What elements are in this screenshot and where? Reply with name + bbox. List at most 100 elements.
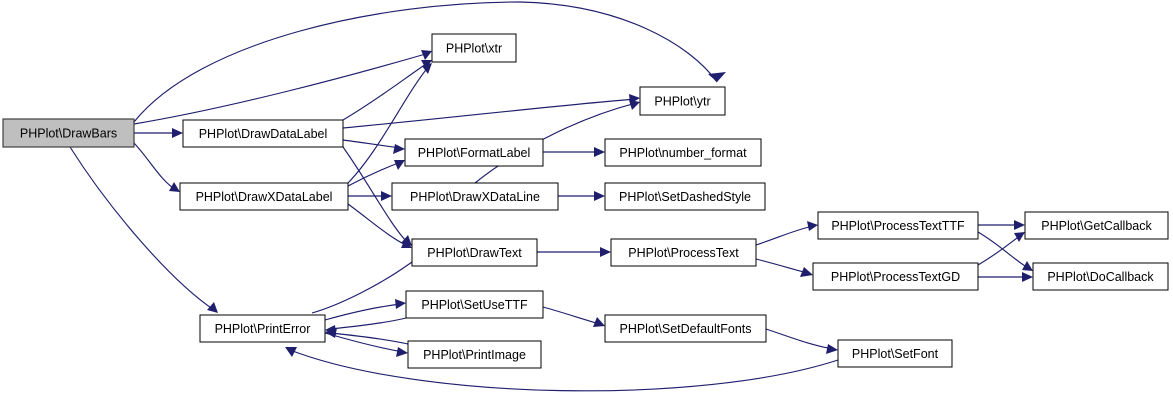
call-edge-drawxdatalabel-to-xtr (347, 63, 432, 184)
call-edge-drawbars-to-drawdatalabel (134, 128, 183, 138)
arrowhead-icon (593, 317, 605, 327)
graph-node-setdefaultfonts[interactable]: PHPlot\SetDefaultFonts (604, 314, 767, 343)
node-box[interactable] (182, 119, 344, 148)
call-edge-drawdatalabel-to-formatlabel (342, 139, 405, 154)
edge-line (977, 231, 1029, 269)
edge-line (474, 102, 637, 184)
edge-line (133, 1, 718, 123)
graph-node-drawbars[interactable]: PHPlot\DrawBars (2, 118, 135, 148)
arrowhead-icon (422, 63, 432, 74)
graph-node-printimage[interactable]: PHPlot\PrintImage (407, 340, 542, 369)
graph-node-processtext[interactable]: PHPlot\ProcessText (610, 238, 757, 267)
arrowhead-icon (826, 344, 838, 354)
edge-line (765, 328, 834, 350)
call-edge-processtextttf-to-getcallback (978, 220, 1025, 230)
graph-node-drawdatalabel[interactable]: PHPlot\DrawDataLabel (182, 119, 344, 148)
graph-node-setusettf[interactable]: PHPlot\SetUseTTF (405, 290, 544, 319)
graph-node-drawxdataline[interactable]: PHPlot\DrawXDataLine (391, 182, 559, 211)
node-box[interactable] (405, 290, 544, 319)
call-edge-processtext-to-processtextgd (755, 258, 813, 277)
node-box[interactable] (604, 314, 767, 343)
edge-line (311, 261, 413, 314)
node-box[interactable] (431, 33, 517, 63)
call-edge-processtextgd-to-docallback (978, 272, 1033, 282)
arrowhead-icon (421, 60, 432, 69)
graph-node-formatlabel[interactable]: PHPlot\FormatLabel (404, 138, 544, 167)
arrowhead-icon (708, 72, 726, 82)
call-edge-drawbars-to-printerror (69, 146, 218, 313)
arrowhead-icon (600, 247, 611, 257)
edge-line (324, 332, 404, 353)
edge-line (329, 317, 407, 330)
call-edge-drawbars-to-xtr (133, 50, 432, 125)
node-box[interactable] (837, 339, 953, 368)
edge-line (347, 65, 430, 184)
edge-line (755, 225, 814, 246)
call-edge-setfont-to-printerror (285, 347, 839, 392)
node-box[interactable] (407, 340, 542, 369)
call-edge-processtextttf-to-docallback (977, 231, 1033, 271)
graph-node-drawxdatalabel[interactable]: PHPlot\DrawXDataLabel (179, 182, 349, 211)
node-box[interactable] (2, 118, 135, 148)
node-box[interactable] (812, 262, 979, 291)
node-box[interactable] (199, 314, 326, 343)
graph-node-setfont[interactable]: PHPlot\SetFont (837, 339, 953, 368)
graph-node-drawtext[interactable]: PHPlot\DrawText (411, 238, 538, 267)
node-box[interactable] (391, 182, 559, 211)
node-box[interactable] (179, 182, 349, 211)
node-box[interactable] (1032, 262, 1169, 291)
edge-line (977, 234, 1022, 266)
node-box[interactable] (817, 211, 979, 240)
edge-line (342, 98, 637, 129)
graph-node-processtextttf[interactable]: PHPlot\ProcessTextTTF (817, 211, 979, 240)
arrowhead-icon (1022, 261, 1033, 271)
call-edge-drawbars-to-drawxdatalabel (133, 142, 180, 192)
edge-line (133, 142, 177, 191)
node-box[interactable] (411, 238, 538, 267)
edge-line (347, 203, 409, 247)
graph-node-getcallback[interactable]: PHPlot\GetCallback (1024, 211, 1169, 240)
node-box[interactable] (604, 138, 762, 167)
arrowhead-icon (800, 267, 813, 277)
arrowhead-icon (395, 299, 406, 309)
call-edge-drawdatalabel-to-ytr (342, 94, 640, 129)
edge-line (329, 332, 409, 345)
arrowhead-icon (1014, 220, 1025, 230)
edge-line (542, 306, 601, 325)
call-edge-setusettf-to-printerror (325, 317, 407, 335)
call-edge-drawxdatalabel-to-drawtext (347, 203, 412, 248)
graph-node-ytr[interactable]: PHPlot\ytr (639, 86, 726, 116)
node-box[interactable] (1024, 211, 1169, 240)
graph-node-number_format[interactable]: PHPlot\number_format (604, 138, 762, 167)
call-edge-drawxdataline-to-setdashedstyle (558, 191, 605, 201)
node-box[interactable] (404, 138, 544, 167)
edge-layer (69, 1, 1033, 392)
call-edge-drawxdatalabel-to-drawxdataline (348, 191, 392, 201)
arrowhead-icon (325, 328, 337, 338)
arrowhead-icon (594, 147, 605, 157)
graph-node-printerror[interactable]: PHPlot\PrintError (199, 314, 326, 343)
graph-node-xtr[interactable]: PHPlot\xtr (431, 33, 517, 63)
call-edge-processtext-to-processtextttf (755, 221, 818, 246)
arrowhead-icon (207, 302, 218, 313)
graph-node-setdashedstyle[interactable]: PHPlot\SetDashedStyle (604, 182, 766, 211)
graph-node-processtextgd[interactable]: PHPlot\ProcessTextGD (812, 262, 979, 291)
edge-line (342, 139, 402, 149)
arrowhead-icon (421, 50, 432, 60)
arrowhead-icon (172, 128, 183, 138)
node-box[interactable] (639, 86, 726, 116)
graph-node-docallback[interactable]: PHPlot\DoCallback (1032, 262, 1169, 291)
arrowhead-icon (401, 239, 412, 248)
node-box[interactable] (610, 238, 757, 267)
node-box[interactable] (604, 182, 766, 211)
arrowhead-icon (394, 160, 405, 170)
arrowhead-icon (381, 191, 392, 201)
call-edge-drawxdataline-to-ytr (474, 100, 640, 184)
edge-line (324, 303, 402, 321)
call-edge-setusettf-to-setdefaultfonts (542, 306, 605, 327)
arrowhead-icon (594, 191, 605, 201)
edge-line (342, 61, 430, 121)
